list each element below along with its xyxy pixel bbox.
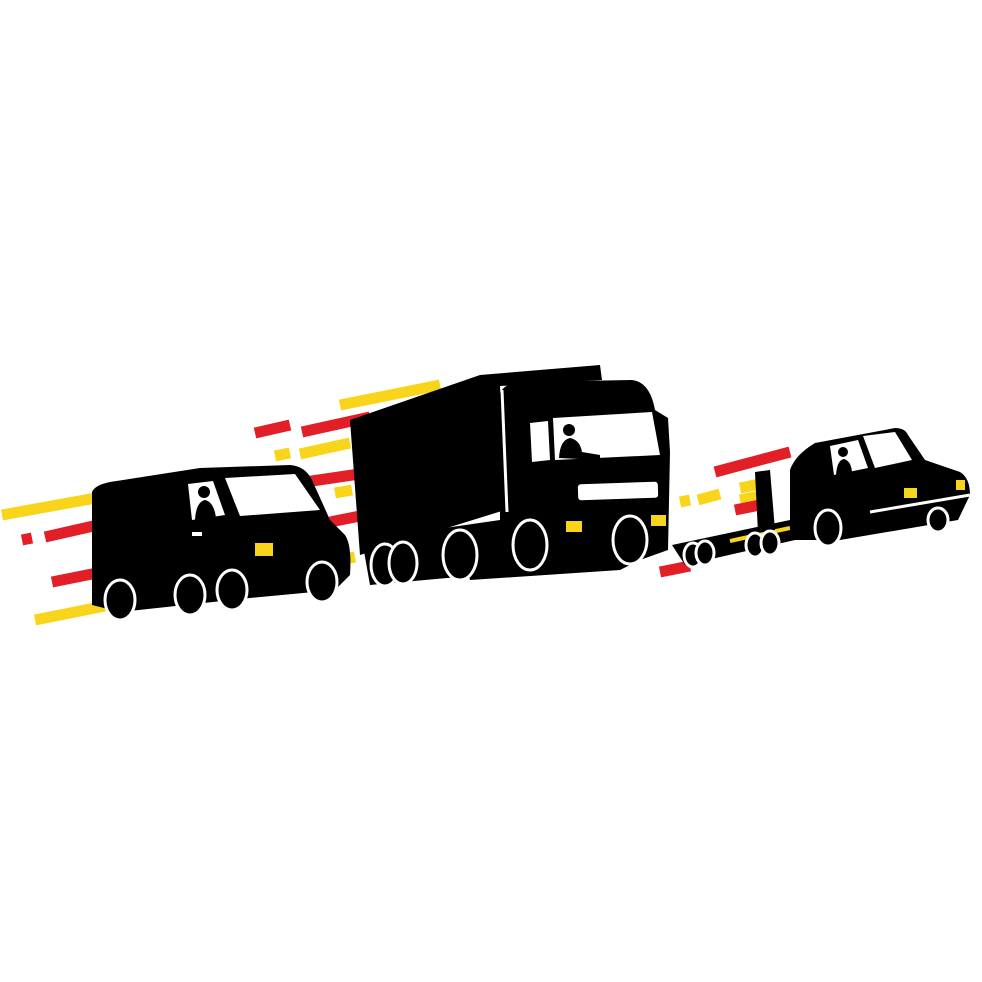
truck-grille	[577, 481, 659, 501]
red-speed-streak	[713, 446, 792, 478]
truck-side-window	[530, 421, 550, 462]
car-headlight	[904, 488, 917, 498]
van-wheels	[103, 560, 339, 622]
car-windshield	[863, 432, 912, 468]
yellow-speed-streak	[678, 494, 692, 508]
van-driver-body	[195, 500, 216, 520]
truck-headlight	[651, 515, 666, 526]
car-wheels	[813, 506, 950, 548]
trailer-ramp	[755, 470, 775, 533]
truck-driver-head	[563, 424, 575, 436]
yellow-speed-streak	[696, 488, 722, 506]
tow-trailer	[672, 470, 795, 569]
car-headlight	[956, 480, 965, 490]
van-driver-head	[198, 486, 210, 498]
trailer-wheels	[682, 529, 781, 569]
truck-driver-body	[559, 438, 600, 460]
red-speed-streak	[20, 532, 34, 546]
van-headlight	[255, 543, 273, 556]
yellow-speed-streak	[273, 447, 292, 462]
yellow-speed-streak	[298, 437, 352, 460]
van	[92, 465, 351, 622]
truck-cargo-box	[350, 365, 602, 555]
truck-wheels	[369, 514, 649, 588]
van-door-handle	[192, 532, 202, 536]
red-speed-streak	[253, 419, 292, 439]
yellow-speed-streak	[334, 484, 353, 499]
car-driver-head	[838, 447, 848, 457]
red-speed-streak	[658, 560, 692, 578]
truck-cab-divider	[500, 389, 509, 513]
yellow-speed-streak	[338, 379, 442, 411]
car	[790, 428, 971, 548]
truck-headlight	[566, 521, 582, 532]
car-driver-body	[836, 459, 852, 475]
car-side-stripe	[869, 493, 971, 514]
yellow-speed-streak	[33, 600, 107, 626]
box-truck	[350, 365, 670, 588]
red-speed-streak	[733, 499, 762, 516]
van-windshield	[225, 474, 320, 516]
